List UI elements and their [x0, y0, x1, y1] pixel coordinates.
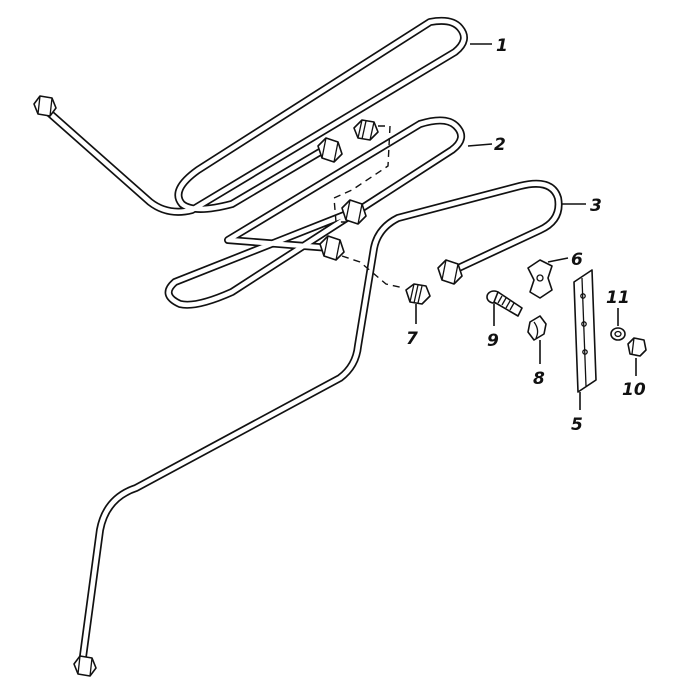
- callout-9: 9: [487, 331, 499, 351]
- tube-1: [42, 16, 468, 216]
- callout-3: 3: [590, 196, 602, 216]
- washer-11: [610, 327, 626, 341]
- callout-1: 1: [496, 36, 508, 56]
- callout-8: 8: [533, 369, 545, 389]
- callout-6: 6: [571, 250, 583, 270]
- tube-nut-3-end: [437, 259, 463, 285]
- dashed-connection-upper: [333, 125, 391, 223]
- bracket-5: [573, 269, 597, 393]
- union-fitting-7: [405, 283, 431, 305]
- callout-10: 10: [622, 380, 646, 400]
- callout-7: 7: [406, 329, 418, 349]
- clip-6: [527, 259, 553, 299]
- callout-2: 2: [494, 135, 506, 155]
- tube-nut-left: [33, 95, 57, 117]
- tube-nut-1-end: [317, 137, 343, 163]
- clip-8: [527, 315, 547, 341]
- dashed-connection-lower: [341, 255, 405, 289]
- nut-10: [627, 337, 647, 357]
- callout-5: 5: [571, 415, 583, 435]
- tube-3: [78, 179, 563, 668]
- tube-nut-bottom: [73, 655, 97, 677]
- tube-nut-2-mid: [319, 235, 345, 261]
- bolt-9: [486, 290, 523, 317]
- leader-lines: [415, 43, 637, 410]
- union-coupling-upper: [353, 119, 379, 141]
- tube-2: [164, 116, 466, 309]
- tube-nut-2-end: [341, 199, 367, 225]
- callout-11: 11: [606, 288, 630, 308]
